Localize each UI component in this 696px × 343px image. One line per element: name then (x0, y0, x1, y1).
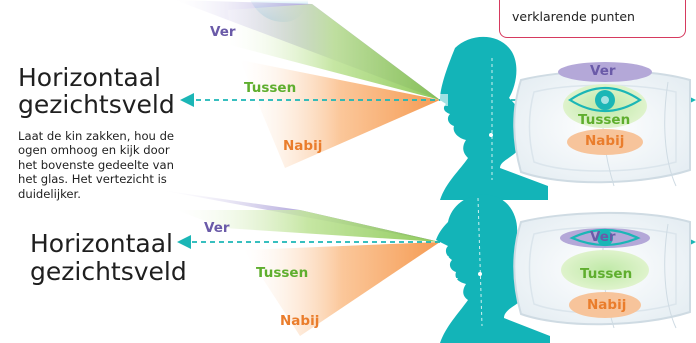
bottom-fan-label-mid: Tussen (256, 265, 308, 281)
top-fan-near (240, 60, 440, 168)
bottom-fan-label-near: Nabij (280, 313, 319, 329)
bottom-heading-line2: gezichtsveld (30, 257, 187, 287)
instruction-line: duidelijker. (18, 187, 253, 201)
arrow-left-icon (180, 93, 194, 107)
arrow-left-icon (177, 235, 191, 249)
instruction-text: Laat de kin zakken, hou de ogen omhoog e… (18, 129, 253, 201)
bottom-lens-label-far: Ver (590, 229, 616, 245)
top-fan-label-near: Nabij (283, 138, 322, 154)
top-lens-label-near: Nabij (585, 133, 624, 149)
instruction-line: ogen omhoog en kijk door (18, 143, 253, 157)
bottom-fan-near (244, 242, 440, 336)
bottom-lens-label-near: Nabij (587, 297, 626, 313)
instruction-line: het bovenste gedeelte van (18, 158, 253, 172)
instruction-line: het glas. Het vertezicht is (18, 172, 253, 186)
bottom-lens-label-mid: Tussen (580, 266, 632, 282)
callout-box: verklarende punten (499, 0, 686, 38)
top-lens-label-mid: Tussen (578, 112, 630, 128)
bottom-fan-label-far: Ver (204, 220, 230, 236)
top-heading-line2: gezichtsveld (18, 90, 175, 120)
bottom-heading-line1: Horizontaal (30, 229, 173, 259)
top-fan-label-mid: Tussen (244, 80, 296, 96)
instruction-line: Laat de kin zakken, hou de (18, 129, 253, 143)
top-heading-line1: Horizontaal (18, 63, 161, 93)
callout-text: verklarende punten (512, 9, 635, 24)
top-lens-label-far: Ver (590, 63, 616, 79)
top-fan-label-far: Ver (210, 24, 236, 40)
